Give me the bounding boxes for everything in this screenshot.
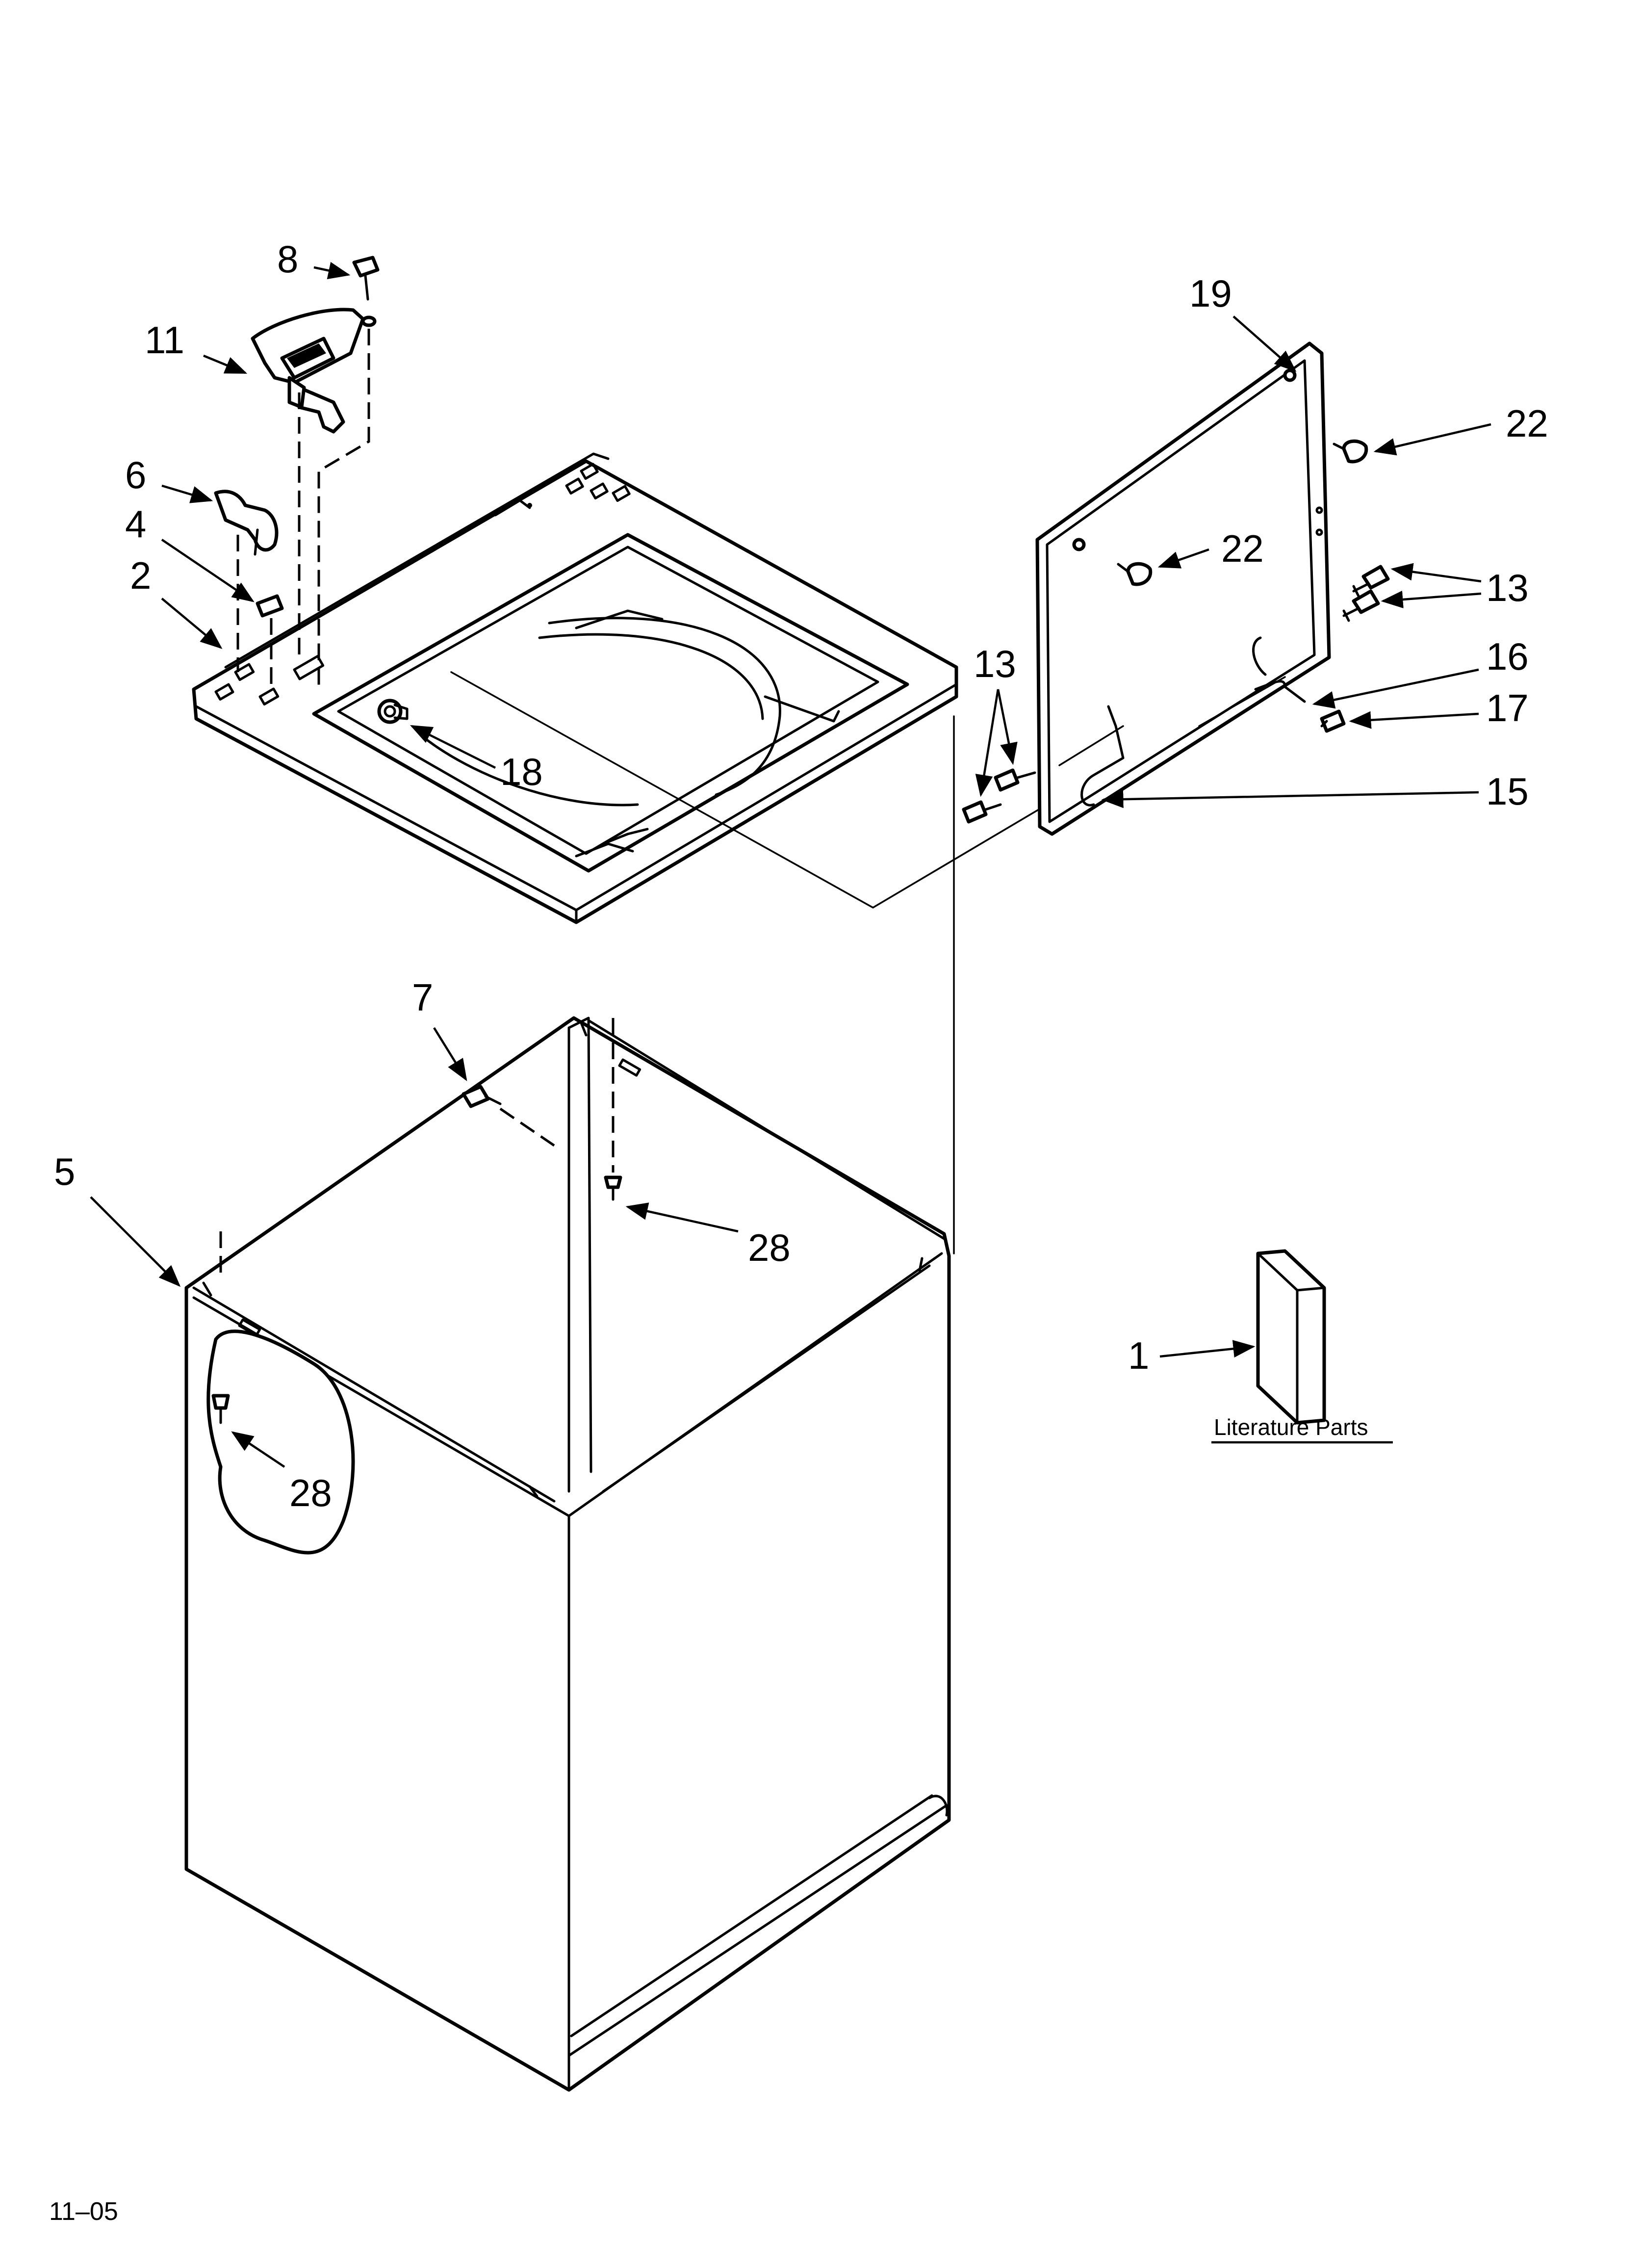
literature-parts-booklet [1211,1249,1393,1444]
callout-17: 17 [1486,686,1529,730]
screw-part-7 [462,1085,555,1147]
clip-part-17 [1320,709,1346,733]
callout-5: 5 [54,1150,75,1193]
lid-part-19 [1035,341,1331,836]
hinge-screw-part-13-left [962,768,1036,824]
callout-labels: 8 11 6 4 2 18 19 22 22 13 13 16 17 15 7 … [49,237,1548,2226]
callout-6: 6 [125,453,146,496]
callout-28-right: 28 [748,1226,791,1269]
screw-part-28 [211,1018,622,1424]
bracket-part-4 [256,594,284,687]
footer-code: 11–05 [49,2197,118,2226]
literature-parts-label: Literature Parts [1214,1414,1368,1440]
lid-switch-part-11 [251,308,365,434]
callout-28-left: 28 [289,1471,332,1514]
bumper-part-18 [377,699,409,724]
callout-15: 15 [1486,770,1529,813]
callout-8: 8 [277,237,298,281]
callout-22-mid: 22 [1221,527,1264,570]
top-panel [192,452,1048,924]
callout-4: 4 [125,502,146,546]
hinge-screw-part-13 [1342,565,1390,622]
callout-11: 11 [145,318,184,362]
cabinet-part-5 [184,715,955,2092]
lid-bumper-part-22 [1117,439,1368,586]
callout-19: 19 [1189,272,1232,315]
callout-22-top: 22 [1506,402,1548,445]
screw-part-8 [298,256,380,687]
callout-13-left: 13 [974,642,1016,685]
callout-1: 1 [1128,1334,1149,1377]
callout-7: 7 [412,976,433,1019]
callout-16: 16 [1486,635,1529,678]
callout-2: 2 [130,554,151,597]
callout-18: 18 [500,750,543,793]
callout-13-right: 13 [1486,566,1529,609]
clip-part-6 [214,490,279,672]
leader-arrows [90,261,1491,1468]
